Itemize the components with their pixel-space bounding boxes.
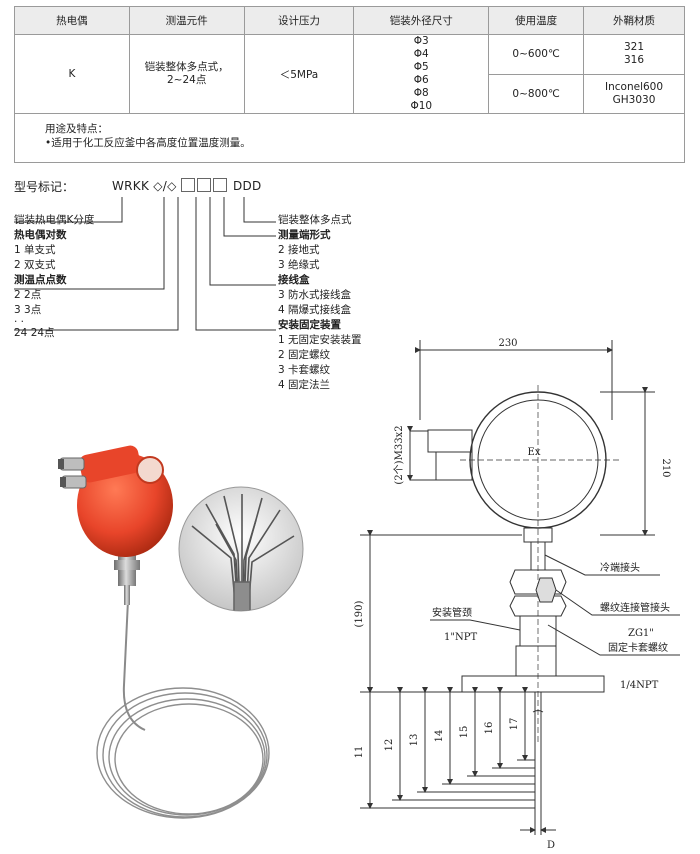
diameter-item: Φ6 <box>413 74 429 86</box>
legend-heading: 测温点点数 <box>14 274 67 286</box>
dim-d-label: D <box>547 840 555 851</box>
cell-temp-1: 0~600℃ <box>488 34 585 75</box>
legend-item: · · <box>14 316 25 328</box>
usage-text: •适用于化工反应釜中各高度位置温度测量。 <box>45 137 251 149</box>
level-label: 13 <box>409 734 420 747</box>
model-code-header: 型号标记： WRKK ◇/◇ DDD <box>14 178 261 195</box>
legend-item: 4 隔爆式接线盒 <box>278 304 352 316</box>
element-line-2: 2~24点 <box>167 74 207 86</box>
material-line: Inconel600 <box>605 80 664 93</box>
level-label: 14 <box>434 730 445 743</box>
legend-item: 2 固定螺纹 <box>278 349 331 361</box>
legend-item: 2 2点 <box>14 289 42 301</box>
legend-item: 1 单支式 <box>14 244 56 256</box>
cell-temp-2: 0~800℃ <box>488 73 585 114</box>
legend-item: 1 无固定安装装置 <box>278 334 362 346</box>
legend-heading: 热电偶对数 <box>14 229 67 241</box>
level-label: 16 <box>484 722 495 735</box>
legend-item: 3 防水式接线盒 <box>278 289 352 301</box>
usage-notes: 用途及特点： •适用于化工反应釜中各高度位置温度测量。 <box>14 113 685 163</box>
legend-item: 3 3点 <box>14 304 42 316</box>
cold-joint-label: 冷端接头 <box>600 561 640 574</box>
cell-thermocouple: K <box>14 34 130 114</box>
legend-heading: 测量端形式 <box>278 229 331 241</box>
diameter-item: Φ3 <box>413 35 429 47</box>
thread-label: (2个)M33x2 <box>393 425 405 484</box>
ex-label: Ex <box>528 447 541 458</box>
legend-item: 3 卡套螺纹 <box>278 364 331 376</box>
material-line: GH3030 <box>612 93 656 106</box>
dim-height-label: 210 <box>660 458 671 477</box>
legend-heading: 接线盒 <box>278 274 310 286</box>
legend-item: 24 24点 <box>14 327 55 339</box>
model-leader-lines <box>14 197 276 331</box>
cell-pressure: ＜5MPa <box>243 34 355 114</box>
npt1-label: 1"NPT <box>444 632 477 643</box>
nameplate-icon <box>136 456 164 484</box>
cell-material-1: 321 316 <box>583 34 685 75</box>
level-label: 15 <box>459 726 470 739</box>
legend-item: 铠装整体多点式 <box>278 214 352 226</box>
diameter-item: Φ4 <box>413 48 429 60</box>
model-legend-left: 铠装热电偶K分度 热电偶对数 1 单支式 2 双支式 测温点点数 2 2点 3 … <box>14 213 94 341</box>
usage-title: 用途及特点： <box>45 123 108 135</box>
element-line-1: 铠装整体多点式， <box>144 61 229 73</box>
product-photo-thermocouple <box>58 445 270 819</box>
model-legend-right: 铠装整体多点式 测量端形式 2 接地式 3 绝缘式 接线盒 3 防水式接线盒 4… <box>278 213 362 393</box>
legend-item: 铠装热电偶K分度 <box>14 214 95 226</box>
install-tube-label: 安装管颈 <box>432 606 472 619</box>
npt14-label: 1/4NPT <box>620 680 659 691</box>
level-label: 12 <box>384 739 395 752</box>
spec-table: 热电偶 测温元件 设计压力 铠装外径尺寸 使用温度 外鞘材质 K 铠装整体多点式… <box>14 6 685 163</box>
code-mid: ◇/◇ <box>153 179 177 193</box>
header-temperature: 使用温度 <box>488 6 585 35</box>
legend-item: 2 接地式 <box>278 244 320 256</box>
legend-heading: 安装固定装置 <box>278 319 341 331</box>
zg-label: ZG1" <box>628 628 654 639</box>
code-box <box>212 178 227 192</box>
level-label: 17 <box>509 718 520 731</box>
diameter-item: Φ5 <box>413 61 429 73</box>
header-thermocouple: 热电偶 <box>14 6 130 35</box>
ferrule-label: 固定卡套螺纹 <box>608 641 668 654</box>
model-code: WRKK ◇/◇ DDD <box>112 178 262 193</box>
dim-190-label: (190) <box>354 600 365 627</box>
legend-item: 3 绝缘式 <box>278 259 320 271</box>
diameter-item: Φ8 <box>413 87 429 99</box>
code-suffix: DDD <box>232 179 262 193</box>
level-label: 11 <box>354 746 365 759</box>
product-photo-wire-bundle <box>178 486 304 612</box>
model-label: 型号标记： <box>14 180 75 194</box>
diameter-item: Φ10 <box>410 100 433 112</box>
material-line: 321 <box>623 41 645 54</box>
cell-material-2: Inconel600 GH3030 <box>583 73 685 114</box>
dim-width-label: 230 <box>498 338 517 349</box>
legend-item: 2 双支式 <box>14 259 56 271</box>
spec-header-row: 热电偶 测温元件 设计压力 铠装外径尺寸 使用温度 外鞘材质 <box>14 6 685 35</box>
cell-diameters: Φ3 Φ4 Φ5 Φ6 Φ8 Φ10 <box>353 34 490 114</box>
header-material: 外鞘材质 <box>583 6 685 35</box>
legend-item: 4 固定法兰 <box>278 379 331 391</box>
thread-joint-label: 螺纹连接管接头 <box>600 601 670 614</box>
code-prefix: WRKK <box>112 179 150 193</box>
cell-element: 铠装整体多点式， 2~24点 <box>128 34 245 114</box>
material-line: 316 <box>623 54 645 67</box>
code-box <box>180 178 195 192</box>
header-diameter: 铠装外径尺寸 <box>353 6 490 35</box>
code-box <box>196 178 211 192</box>
